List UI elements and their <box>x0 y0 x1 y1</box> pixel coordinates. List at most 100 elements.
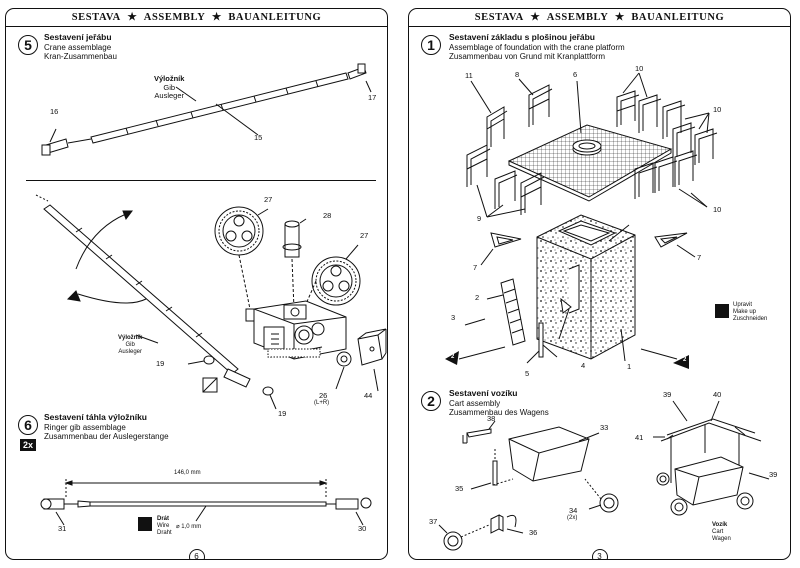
wheel-37 <box>438 524 490 551</box>
wire-material-icon <box>138 517 152 531</box>
modify-en: Make up <box>733 309 757 315</box>
dimension-line <box>64 479 328 499</box>
star-icon: ★ <box>211 12 222 23</box>
wire-label: Drát Wire Draht <box>157 516 172 537</box>
cart-label: Vozík Cart Wagen <box>712 522 731 543</box>
part-7a-label: 7 <box>473 263 478 272</box>
part-10b-label: 10 <box>713 105 722 114</box>
step2-caption: Sestavení vozíku Cart assembly Zusammenb… <box>449 388 549 418</box>
page-number: 3 <box>591 549 608 559</box>
gib-label-en: Gib <box>163 82 176 92</box>
part-39b-label: 39 <box>769 470 778 479</box>
quantity-badge: 2x <box>20 439 37 451</box>
header-word-sestava: SESTAVA <box>71 12 121 23</box>
ladder-2 <box>500 278 526 346</box>
part-44-label: 44 <box>364 391 373 400</box>
part-17-label: 17 <box>368 93 377 102</box>
part-39a-label: 39 <box>663 390 672 399</box>
step-number-2: 2 <box>421 391 441 411</box>
part-19b-label: 19 <box>278 409 287 418</box>
dimension-label: 146,0 mm <box>174 470 201 476</box>
part-28-label: 28 <box>323 211 332 220</box>
parts-3-4-5 <box>464 297 572 364</box>
crane-platform-6 <box>507 124 673 202</box>
cart-de: Wagen <box>712 536 731 542</box>
part-5-label: 5 <box>525 369 530 378</box>
wire-rod <box>40 497 372 526</box>
part-15-label: 15 <box>254 133 263 142</box>
pulley-19 <box>187 355 277 410</box>
part-35-label: 35 <box>455 484 464 493</box>
gear-wheel-27-left <box>214 206 264 256</box>
foundation-block-1 <box>536 214 636 360</box>
part-33-label: 33 <box>600 423 609 432</box>
modify-note: Upravit Make up Zuschneiden <box>733 302 767 323</box>
part-27a-label: 27 <box>264 195 273 204</box>
gib-label: Výložník Gib Ausleger <box>154 74 185 101</box>
header-word-bauanleitung: BAUANLEITUNG <box>228 12 322 23</box>
part-19a-label: 19 <box>156 359 165 368</box>
part-10a-label: 10 <box>635 64 644 73</box>
step1-title-en: Assemblage of foundation with the crane … <box>449 42 625 52</box>
header-word-assembly: ASSEMBLY <box>546 12 609 23</box>
right-page-drawings <box>438 72 770 551</box>
part-3-label: 3 <box>451 313 456 322</box>
marker-triangle-left <box>445 351 459 365</box>
step5-title-cz: Sestavení jeřábu <box>44 32 112 42</box>
star-icon: ★ <box>530 12 541 23</box>
marker-label-left: 2 <box>451 354 455 360</box>
gib-label-cz: Výložník <box>154 74 185 83</box>
step6-title-en: Ringer gib assemblage <box>44 422 126 432</box>
step2-title-cz: Sestavení vozíku <box>449 388 518 398</box>
part-8-label: 8 <box>515 70 520 79</box>
page-number: 6 <box>188 549 205 559</box>
spindle-28 <box>282 218 307 258</box>
right-page: SESTAVA ★ ASSEMBLY ★ BAUANLEITUNG <box>408 8 791 560</box>
part-27b-label: 27 <box>360 231 369 240</box>
wheel-34 <box>584 478 619 513</box>
step5-title-en: Crane assemblage <box>44 42 112 52</box>
header-word-bauanleitung: BAUANLEITUNG <box>631 12 725 23</box>
marker-triangle-right <box>673 355 689 369</box>
part-30-label: 30 <box>358 524 367 533</box>
crane-winch-body <box>245 300 347 360</box>
modify-cz: Upravit <box>733 302 753 308</box>
gib-end-17 <box>347 63 367 80</box>
gib-end-16 <box>41 138 92 156</box>
axle-36 <box>490 514 524 534</box>
step-number-5: 5 <box>18 35 38 55</box>
step2-title-en: Cart assembly <box>449 398 501 408</box>
left-page-drawings <box>35 63 387 526</box>
part-1-label: 1 <box>627 362 632 371</box>
step6-title-de: Zusammenbau der Auslegerstange <box>44 432 169 441</box>
gib-label-small: Výložník Gib Ausleger <box>118 335 142 356</box>
header-word-sestava: SESTAVA <box>474 12 524 23</box>
step1-caption: Sestavení základu s plošinou jeřábu Asse… <box>449 32 625 62</box>
part-2-label: 2 <box>475 293 480 302</box>
page-header: SESTAVA ★ ASSEMBLY ★ BAUANLEITUNG <box>6 9 387 27</box>
part-11-label: 11 <box>465 71 473 80</box>
part-34-label: 34 <box>569 506 578 515</box>
step6-caption: Sestavení táhla výložníku Ringer gib ass… <box>44 412 169 442</box>
railings <box>466 84 718 215</box>
part-4-label: 4 <box>581 361 586 370</box>
part-38-label: 38 <box>487 414 496 423</box>
cart-cz: Vozík <box>712 522 728 528</box>
control-box-44 <box>357 328 387 392</box>
part-40-label: 40 <box>713 390 722 399</box>
wire-en: Wire <box>157 523 170 529</box>
part-16-label: 16 <box>50 107 59 116</box>
marker-label-right: 2 <box>683 357 687 363</box>
part-26-label: 26 <box>319 391 328 400</box>
star-icon: ★ <box>614 12 625 23</box>
gib-small-de: Ausleger <box>118 349 143 355</box>
wire-de: Draht <box>157 530 172 536</box>
gib-small-cz: Výložník <box>118 335 143 341</box>
page-header: SESTAVA ★ ASSEMBLY ★ BAUANLEITUNG <box>409 9 790 27</box>
cart-en: Cart <box>712 529 724 535</box>
cart-body-33 <box>508 426 600 482</box>
gib-diagonal <box>43 204 239 375</box>
part-31-label: 31 <box>58 524 67 533</box>
cart-parts-35-38 <box>462 420 514 490</box>
header-word-assembly: ASSEMBLY <box>143 12 206 23</box>
